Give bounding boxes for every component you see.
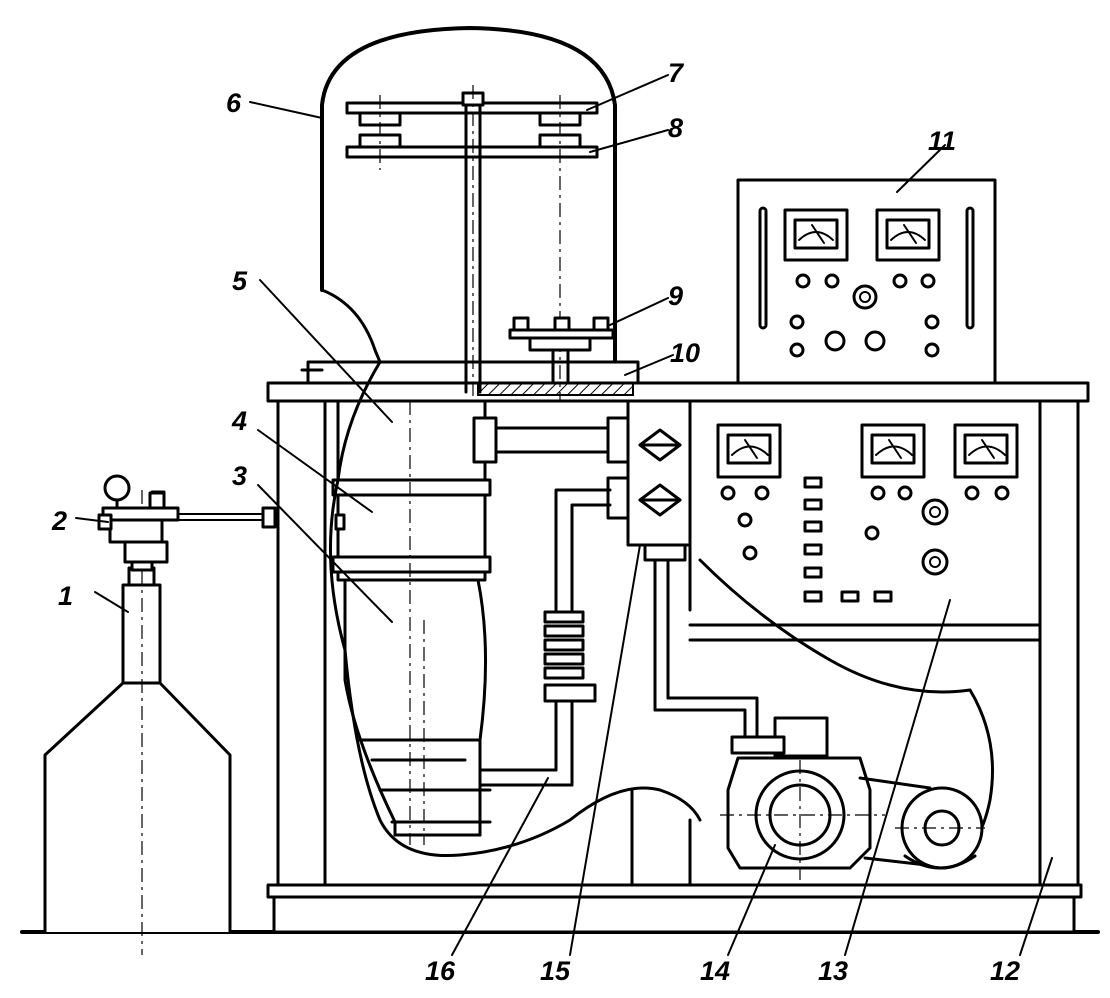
meter-icon: [953, 423, 1019, 479]
bell-jar-cap: [300, 26, 640, 385]
meter-icon: [783, 208, 849, 262]
label-15: 15: [540, 956, 571, 986]
upper-control-panel: [736, 178, 997, 385]
label-9: 9: [668, 281, 683, 311]
leader-lines: [75, 74, 1053, 956]
meter-icon: [716, 423, 782, 479]
label-10: 10: [670, 338, 700, 368]
label-6: 6: [226, 88, 242, 118]
meter-icon: [875, 208, 941, 262]
gas-cylinder: [43, 490, 232, 955]
pipeline: [472, 399, 994, 864]
label-16: 16: [425, 956, 456, 986]
label-12: 12: [990, 956, 1020, 986]
label-8: 8: [668, 113, 683, 143]
label-2: 2: [51, 506, 67, 536]
disk-carousel: [345, 85, 599, 400]
label-1: 1: [58, 581, 73, 611]
label-4: 4: [231, 406, 247, 436]
label-3: 3: [232, 461, 247, 491]
chamber: [328, 360, 702, 858]
label-13: 13: [818, 956, 848, 986]
lower-control-panel: [628, 399, 1042, 642]
base-plate: [477, 382, 634, 396]
label-5: 5: [232, 266, 248, 296]
substrate-holder: [508, 316, 615, 385]
meter-icon: [860, 423, 926, 479]
label-14: 14: [700, 956, 730, 986]
pressure-regulator: [97, 474, 277, 572]
label-7: 7: [668, 58, 685, 88]
label-11: 11: [928, 126, 956, 156]
vacuum-pump: [720, 716, 985, 880]
